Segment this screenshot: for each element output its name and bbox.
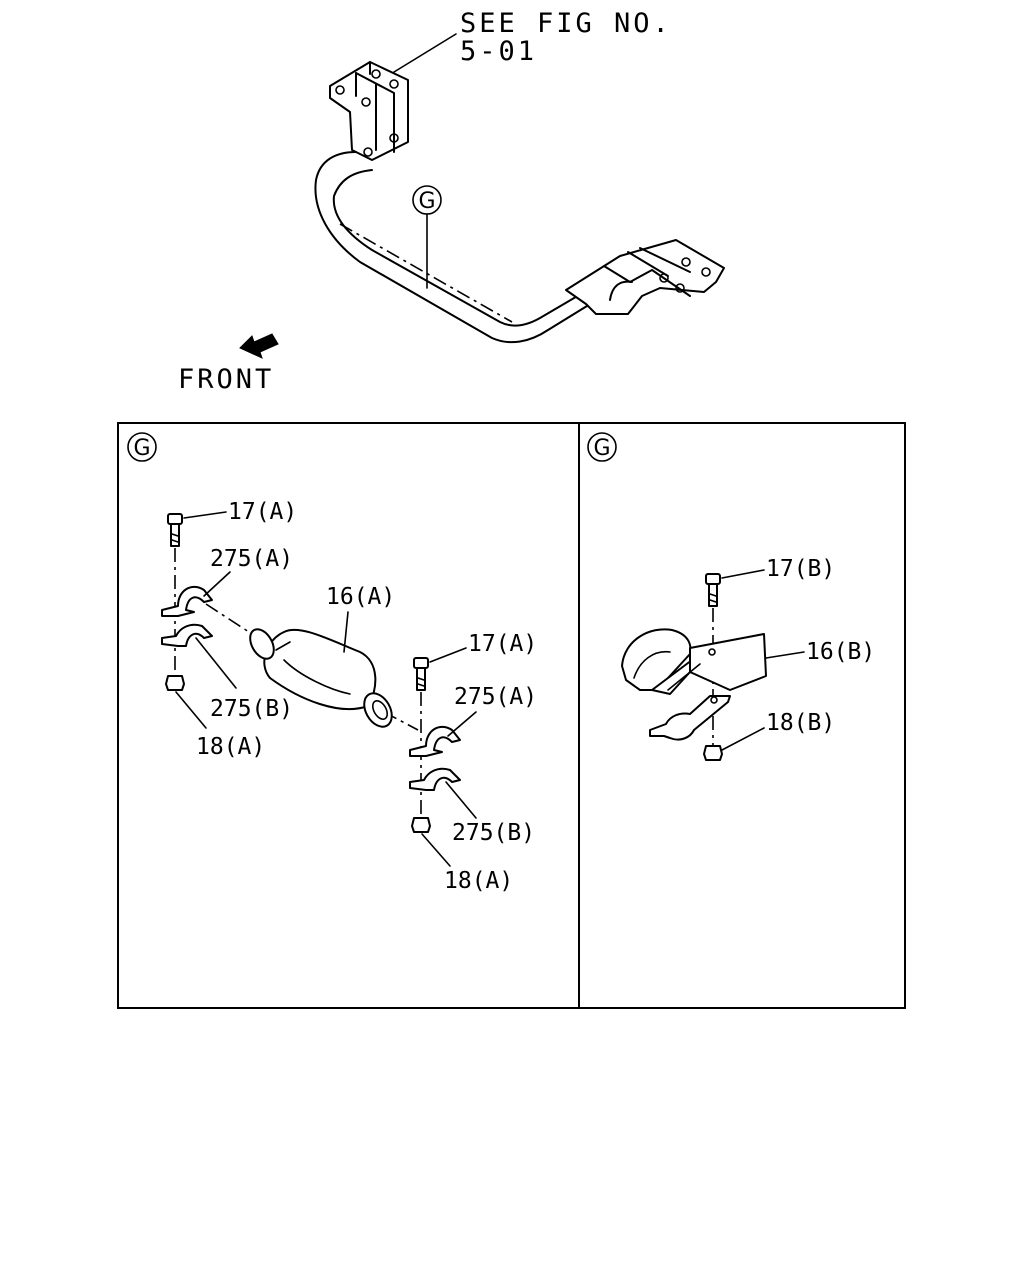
nut-icon bbox=[703, 745, 723, 761]
stabilizer-bar bbox=[314, 151, 601, 344]
clamp-upper-left bbox=[161, 585, 213, 617]
callout-bushing: 16(A) bbox=[326, 584, 395, 610]
callout-clamp-upper-right: 275(A) bbox=[454, 684, 537, 710]
panel-a-marker: G bbox=[127, 432, 157, 462]
reference-text-line2: 5-01 bbox=[460, 36, 537, 67]
callout-bushing-b: 16(B) bbox=[806, 639, 875, 665]
front-label: FRONT bbox=[178, 364, 274, 395]
front-direction-indicator: FRONT bbox=[178, 333, 279, 395]
svg-text:G: G bbox=[593, 436, 610, 461]
reference-text-line1: SEE FIG NO. bbox=[460, 8, 672, 39]
clamp-upper-right bbox=[409, 725, 461, 757]
bushing-b bbox=[621, 628, 767, 695]
right-frame-bracket bbox=[565, 239, 725, 315]
svg-text:G: G bbox=[418, 189, 435, 214]
callout-nut-left: 18(A) bbox=[196, 734, 265, 760]
nut-icon bbox=[411, 817, 431, 833]
callout-bolt-top: 17(A) bbox=[228, 499, 297, 525]
callout-bolt-b: 17(B) bbox=[766, 556, 835, 582]
callout-clamp-upper-left: 275(A) bbox=[210, 546, 293, 572]
callout-clamp-lower-left: 275(B) bbox=[210, 696, 293, 722]
left-frame-bracket bbox=[329, 61, 409, 161]
callout-nut-b: 18(B) bbox=[766, 710, 835, 736]
callout-clamp-lower-right: 275(B) bbox=[452, 820, 535, 846]
clamp-lower-left bbox=[161, 623, 213, 647]
callout-bolt-right: 17(A) bbox=[468, 631, 537, 657]
clamp-lower-right bbox=[409, 767, 461, 791]
clamp-lower-b bbox=[649, 695, 731, 741]
bolt-icon bbox=[413, 657, 429, 691]
view-marker-overview: G bbox=[412, 185, 442, 289]
panel-b-marker: G bbox=[587, 432, 617, 462]
callout-nut-right: 18(A) bbox=[444, 868, 513, 894]
detail-frame bbox=[117, 422, 906, 1009]
front-arrow-icon bbox=[239, 333, 279, 359]
bolt-icon bbox=[167, 513, 183, 547]
detail-panel-b: G 17(B) 16(B) 1 bbox=[587, 432, 875, 761]
detail-panel-a: G 17(A) 275(A) 275(B) 18(A) bbox=[127, 432, 537, 894]
svg-text:G: G bbox=[133, 436, 150, 461]
stabilizer-bar-overview: SEE FIG NO. 5-01 G bbox=[314, 8, 725, 344]
bushing-a bbox=[249, 628, 393, 728]
nut-icon bbox=[165, 675, 185, 691]
bolt-icon bbox=[705, 573, 721, 607]
